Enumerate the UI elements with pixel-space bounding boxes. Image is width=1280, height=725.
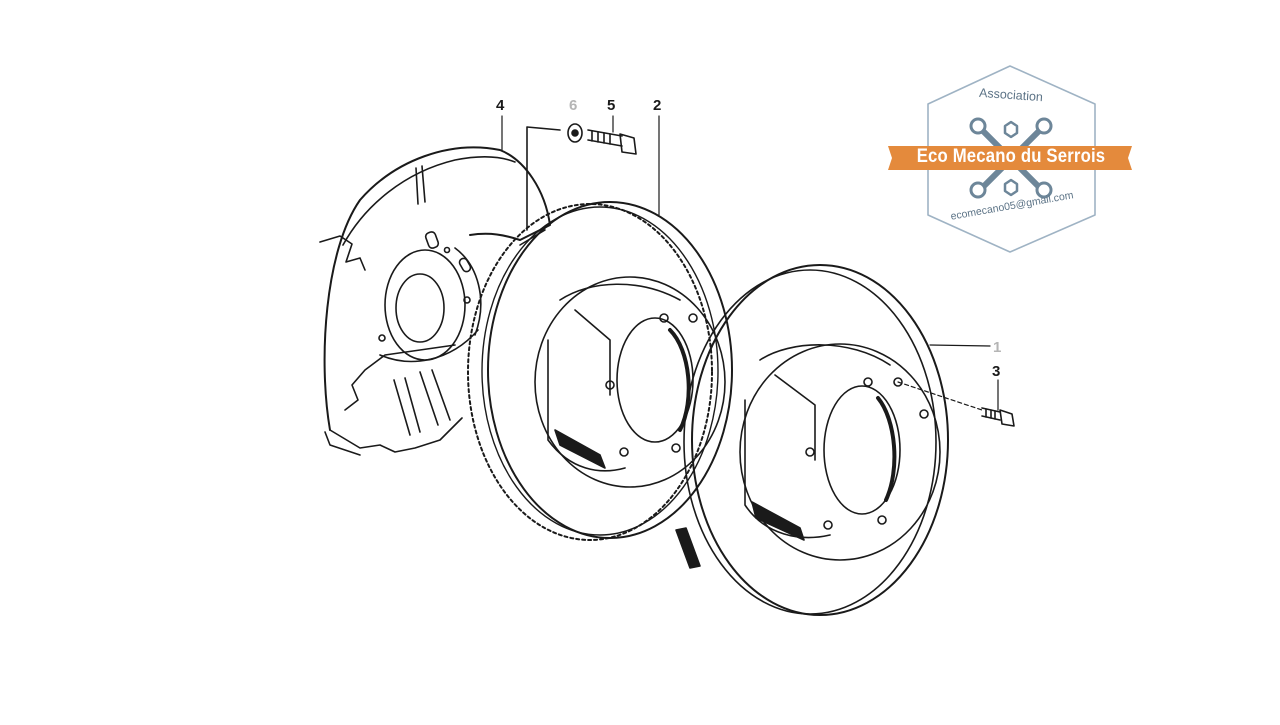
association-logo: [888, 65, 1132, 253]
callout-part-4: 4: [496, 97, 505, 114]
leader-lines: [501, 115, 999, 411]
callout-part-1: 1: [993, 339, 1002, 356]
solid-brake-disc: [675, 264, 949, 616]
bolt-assembly: [526, 123, 637, 231]
washer-part-6: [567, 123, 583, 143]
callout-part-3: 3: [992, 363, 1001, 380]
logo-name-text: Eco Mecano du Serrois: [916, 146, 1106, 167]
callout-part-5: 5: [607, 97, 616, 114]
callout-part-6: 6: [569, 97, 578, 114]
dust-shield: [319, 146, 551, 456]
callout-part-2: 2: [653, 97, 662, 114]
logo-banner: [888, 146, 1132, 170]
bolt-part-3: [981, 407, 1015, 427]
vented-brake-disc: [467, 201, 733, 541]
